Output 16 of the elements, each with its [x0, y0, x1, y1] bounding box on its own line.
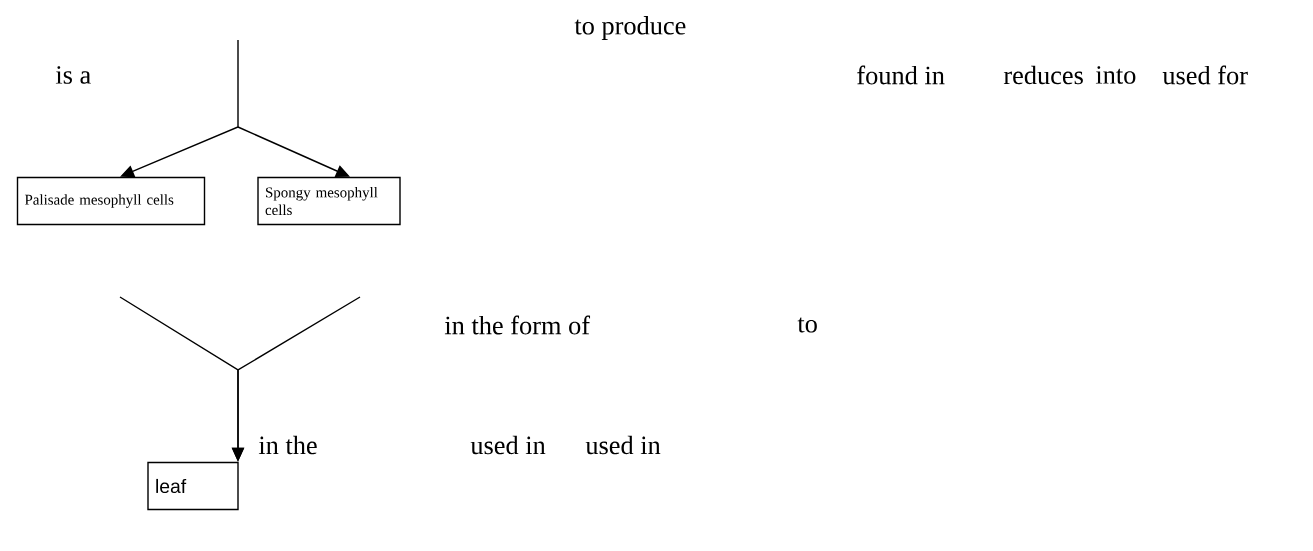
arrow — [120, 39, 239, 178]
link-phrase: used in — [470, 435, 546, 455]
link-phrase: used for — [1162, 65, 1248, 85]
link-phrase: found in — [857, 65, 945, 85]
arrow — [237, 126, 350, 177]
link-phrase: to — [797, 317, 817, 333]
concept-box: Spongy mesophyll cells — [257, 176, 401, 226]
concept-box: leaf — [147, 461, 239, 511]
edge-label: in the — [256, 434, 320, 457]
link-phrase: in the form of — [444, 315, 591, 335]
concept-box: Palisade mesophyll cells — [16, 176, 206, 226]
link-phrase: reduces — [1003, 65, 1083, 85]
link-phrase: is a — [55, 66, 91, 84]
link-phrase: used in — [585, 435, 661, 455]
link-phrase: to produce — [574, 16, 686, 40]
link-phrase: into — [1095, 66, 1136, 84]
